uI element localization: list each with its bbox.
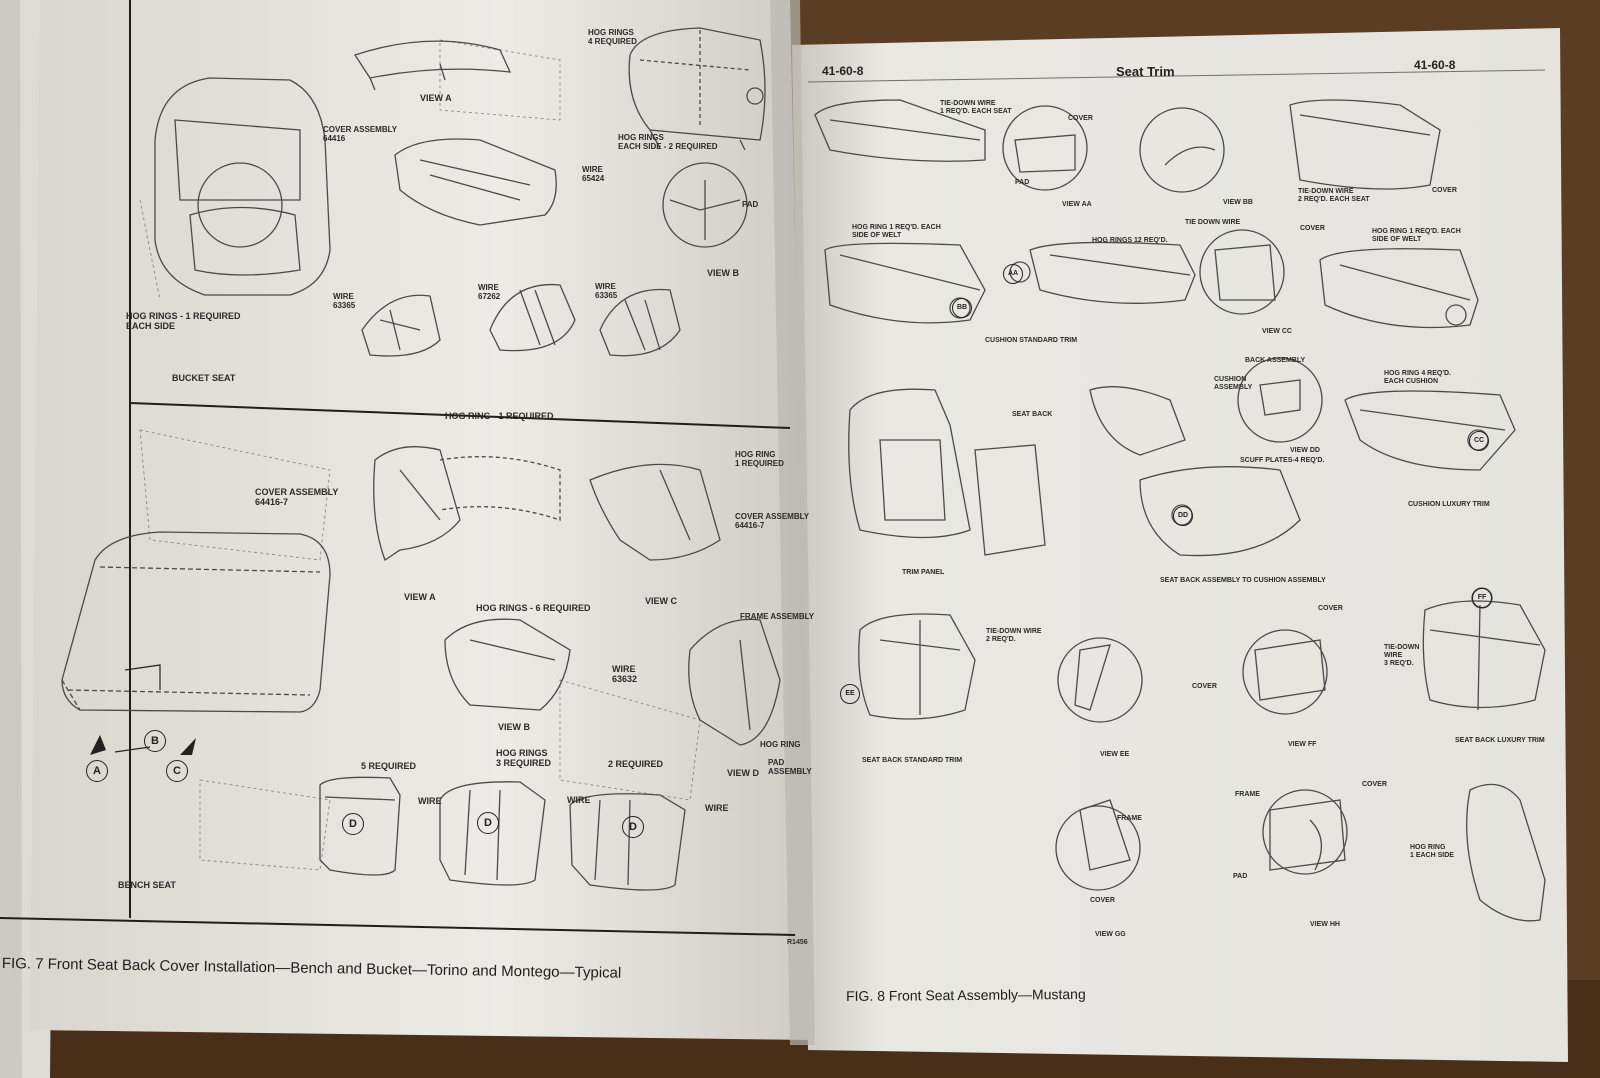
label-pad: PAD <box>742 200 759 209</box>
label-hog-rings-6-required: HOG RINGS - 6 REQUIRED <box>476 603 591 613</box>
label-wire-63365-b: WIRE 63365 <box>595 282 618 300</box>
label-cover-ff: COVER <box>1318 605 1343 612</box>
label-cover-top-right: COVER <box>1432 187 1457 194</box>
label-back-assembly: BACK ASSEMBLY <box>1245 357 1306 364</box>
label-cushion-standard-trim: CUSHION STANDARD TRIM <box>985 337 1078 344</box>
label-seat-back-standard-trim: SEAT BACK STANDARD TRIM <box>862 757 963 764</box>
label-tie-down-wire-2: TIE-DOWN WIRE 2 REQ'D. EACH SEAT <box>1298 188 1370 203</box>
label-cover-cc: COVER <box>1300 225 1325 232</box>
callout-cc: CC <box>1469 431 1489 451</box>
callout-a: A <box>86 760 108 782</box>
label-scuff-plates: SCUFF PLATES-4 REQ'D. <box>1240 457 1325 464</box>
label-2-required: 2 REQUIRED <box>608 759 664 769</box>
label-hog-ring-side-of-welt-right: HOG RING 1 REQ'D. EACH SIDE OF WELT <box>1372 228 1461 243</box>
page-number-left: 41-60-8 <box>822 64 864 78</box>
label-hog-ring-side-of-welt: HOG RING 1 REQ'D. EACH SIDE OF WELT <box>852 224 941 239</box>
label-hog-ring-each-side-hh: HOG RING 1 EACH SIDE <box>1410 844 1454 859</box>
label-cover-aa: COVER <box>1068 115 1093 122</box>
callout-c: C <box>166 760 188 782</box>
label-hog-ring-view-d: HOG RING <box>760 740 801 749</box>
label-wire-67262: WIRE 67262 <box>478 283 501 301</box>
label-hog-ring-1-required-right: HOG RING 1 REQUIRED <box>735 450 784 468</box>
label-view-a-bench: VIEW A <box>404 592 436 602</box>
label-pad-aa: PAD <box>1015 179 1030 186</box>
label-wire-3: WIRE <box>705 803 729 813</box>
label-hog-rings-each-side: HOG RINGS EACH SIDE - 2 REQUIRED <box>618 133 718 151</box>
label-tie-down-wire-each-seat: TIE-DOWN WIRE 1 REQ'D. EACH SEAT <box>940 100 1012 115</box>
label-wire-63632: WIRE 63632 <box>612 664 638 684</box>
label-cover-ee: COVER <box>1192 683 1217 690</box>
label-cover-gg: COVER <box>1090 897 1115 904</box>
label-view-ee: VIEW EE <box>1100 751 1130 758</box>
label-wire-63365-a: WIRE 63365 <box>333 292 356 310</box>
page-header-title: Seat Trim <box>1116 64 1175 79</box>
label-seat-back-to-cushion: SEAT BACK ASSEMBLY TO CUSHION ASSEMBLY <box>1160 577 1326 584</box>
label-view-a-bucket: VIEW A <box>420 93 452 103</box>
label-view-gg: VIEW GG <box>1095 931 1126 938</box>
label-cushion-assembly: CUSHION ASSEMBLY <box>1214 376 1253 391</box>
label-5-required: 5 REQUIRED <box>361 761 417 771</box>
label-cover-assembly-view-c: COVER ASSEMBLY 64416-7 <box>735 512 810 530</box>
label-frame-gg: FRAME <box>1117 815 1142 822</box>
label-hog-rings-12: HOG RINGS 12 REQ'D. <box>1092 237 1168 244</box>
callout-aa: AA <box>1003 264 1023 284</box>
label-view-dd: VIEW DD <box>1290 447 1320 454</box>
label-view-hh: VIEW HH <box>1310 921 1340 928</box>
callout-ee: EE <box>840 684 860 704</box>
label-view-bb: VIEW BB <box>1223 199 1253 206</box>
label-view-b-bucket: VIEW B <box>707 268 740 278</box>
label-view-cc: VIEW CC <box>1262 328 1292 335</box>
label-frame-hh: FRAME <box>1235 791 1260 798</box>
label-wire-2: WIRE <box>567 795 591 805</box>
label-hog-ring-4-each-cushion: HOG RING 4 REQ'D. EACH CUSHION <box>1384 370 1452 385</box>
label-view-c: VIEW C <box>645 596 678 606</box>
label-view-b-bench: VIEW B <box>498 722 531 732</box>
label-tie-down-wire-cc: TIE DOWN WIRE <box>1185 219 1241 226</box>
label-cover-assembly-64416: COVER ASSEMBLY 64416 <box>323 125 398 143</box>
ref-code: R1456 <box>787 939 808 946</box>
callout-b: B <box>144 730 166 752</box>
label-wire-65424: WIRE 65424 <box>582 165 605 183</box>
label-tie-down-wire-ff: TIE-DOWN WIRE 3 REQ'D. <box>1384 644 1420 667</box>
label-trim-panel: TRIM PANEL <box>902 569 945 576</box>
label-pad-hh: PAD <box>1233 873 1248 880</box>
callout-d-1: D <box>342 813 364 835</box>
callout-d-3: D <box>622 816 644 838</box>
label-view-ff: VIEW FF <box>1288 741 1317 748</box>
label-cover-hh: COVER <box>1362 781 1387 788</box>
label-frame-assembly: FRAME ASSEMBLY <box>740 612 815 621</box>
label-seat-back: SEAT BACK <box>1012 411 1053 418</box>
fig-8-caption: FIG. 8 Front Seat Assembly—Mustang <box>846 985 1086 1004</box>
bench-seat-title: BENCH SEAT <box>118 880 176 890</box>
label-wire-1: WIRE <box>418 796 442 806</box>
label-seat-back-luxury-trim: SEAT BACK LUXURY TRIM <box>1455 737 1545 744</box>
label-cushion-luxury-trim: CUSHION LUXURY TRIM <box>1408 501 1490 508</box>
bucket-seat-title: BUCKET SEAT <box>172 373 236 383</box>
callout-bb: BB <box>952 298 972 318</box>
label-hog-rings-3-required: HOG RINGS 3 REQUIRED <box>496 748 552 768</box>
label-pad-assembly: PAD ASSEMBLY <box>768 758 812 776</box>
label-hog-ring-1-required: HOG RING - 1 REQUIRED <box>445 411 554 421</box>
page-number-right: 41-60-8 <box>1414 58 1456 72</box>
callout-d-2: D <box>477 812 499 834</box>
label-view-d: VIEW D <box>727 768 760 778</box>
label-hog-rings-1-required: HOG RINGS - 1 REQUIRED EACH SIDE <box>126 311 241 331</box>
label-cover-assembly-64416-7: COVER ASSEMBLY 64416-7 <box>255 487 339 507</box>
callout-dd: DD <box>1173 506 1193 526</box>
label-hog-rings-4: HOG RINGS 4 REQUIRED <box>588 28 637 46</box>
label-view-aa: VIEW AA <box>1062 201 1092 208</box>
callout-ff: FF <box>1472 588 1492 608</box>
label-tie-down-wire-ee: TIE-DOWN WIRE 2 REQ'D. <box>986 628 1042 643</box>
